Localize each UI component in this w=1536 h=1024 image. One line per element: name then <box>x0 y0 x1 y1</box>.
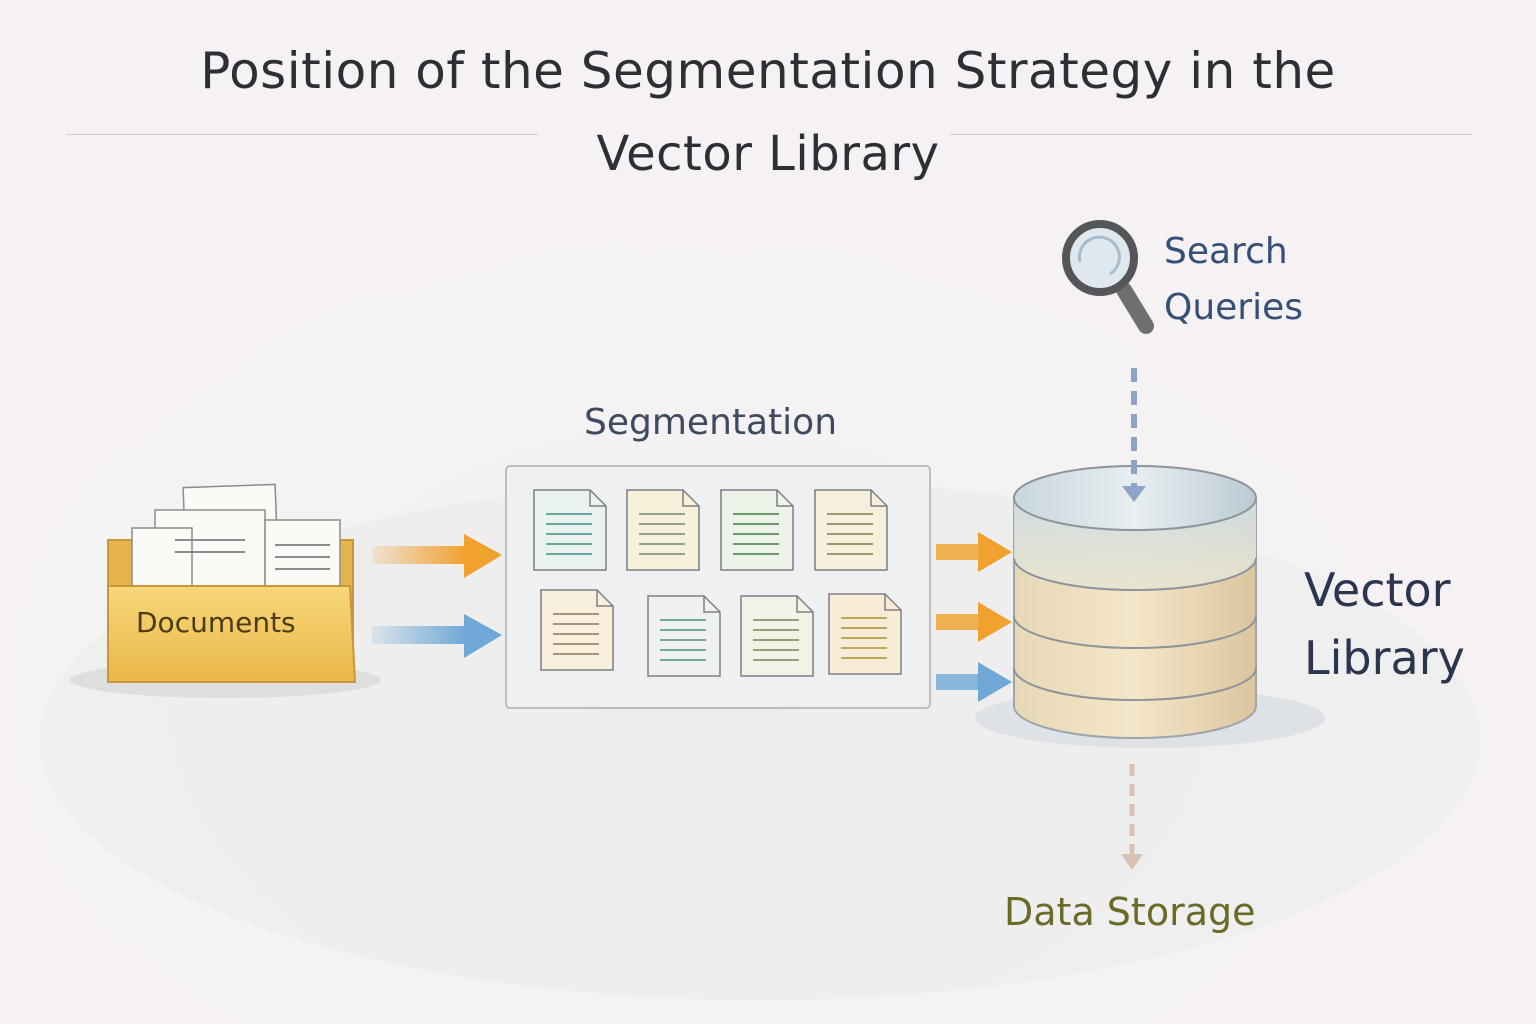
documents-label: Documents <box>136 606 296 639</box>
search-icon <box>1062 220 1154 334</box>
search-queries-label-line-1: Search <box>1164 231 1288 272</box>
arrow-to-library-1 <box>936 532 1012 572</box>
page-title-line-1: Position of the Segmentation Strategy in… <box>200 42 1336 100</box>
title-rule-right <box>950 134 1472 135</box>
data-storage-label: Data Storage <box>1004 890 1256 934</box>
search-queries-label: Search Queries <box>1164 224 1303 336</box>
arrow-library-to-storage <box>1121 764 1143 870</box>
folder-icon <box>70 483 380 698</box>
database-icon <box>975 465 1325 748</box>
vector-library-label: Vector Library <box>1304 556 1465 692</box>
arrow-to-library-3 <box>936 662 1012 702</box>
document-icon <box>647 595 721 677</box>
title-rule-left <box>66 134 538 135</box>
segmentation-label: Segmentation <box>584 402 838 443</box>
document-icon <box>533 489 607 571</box>
document-icon <box>540 589 614 671</box>
arrow-query-to-library <box>1122 368 1146 502</box>
document-icon <box>828 593 902 675</box>
vector-library-label-line-1: Vector <box>1304 563 1451 617</box>
page-title-line-2: Vector Library <box>596 126 940 182</box>
document-icon <box>626 489 700 571</box>
vector-library-label-line-2: Library <box>1304 631 1465 685</box>
document-icon <box>720 489 794 571</box>
document-icon <box>740 595 814 677</box>
document-icon <box>814 489 888 571</box>
arrow-documents-to-segmentation-orange <box>372 534 502 578</box>
segmentation-panel <box>505 465 931 709</box>
search-queries-label-line-2: Queries <box>1164 287 1304 328</box>
arrow-documents-to-segmentation-blue <box>372 614 502 658</box>
arrow-to-library-2 <box>936 602 1012 642</box>
